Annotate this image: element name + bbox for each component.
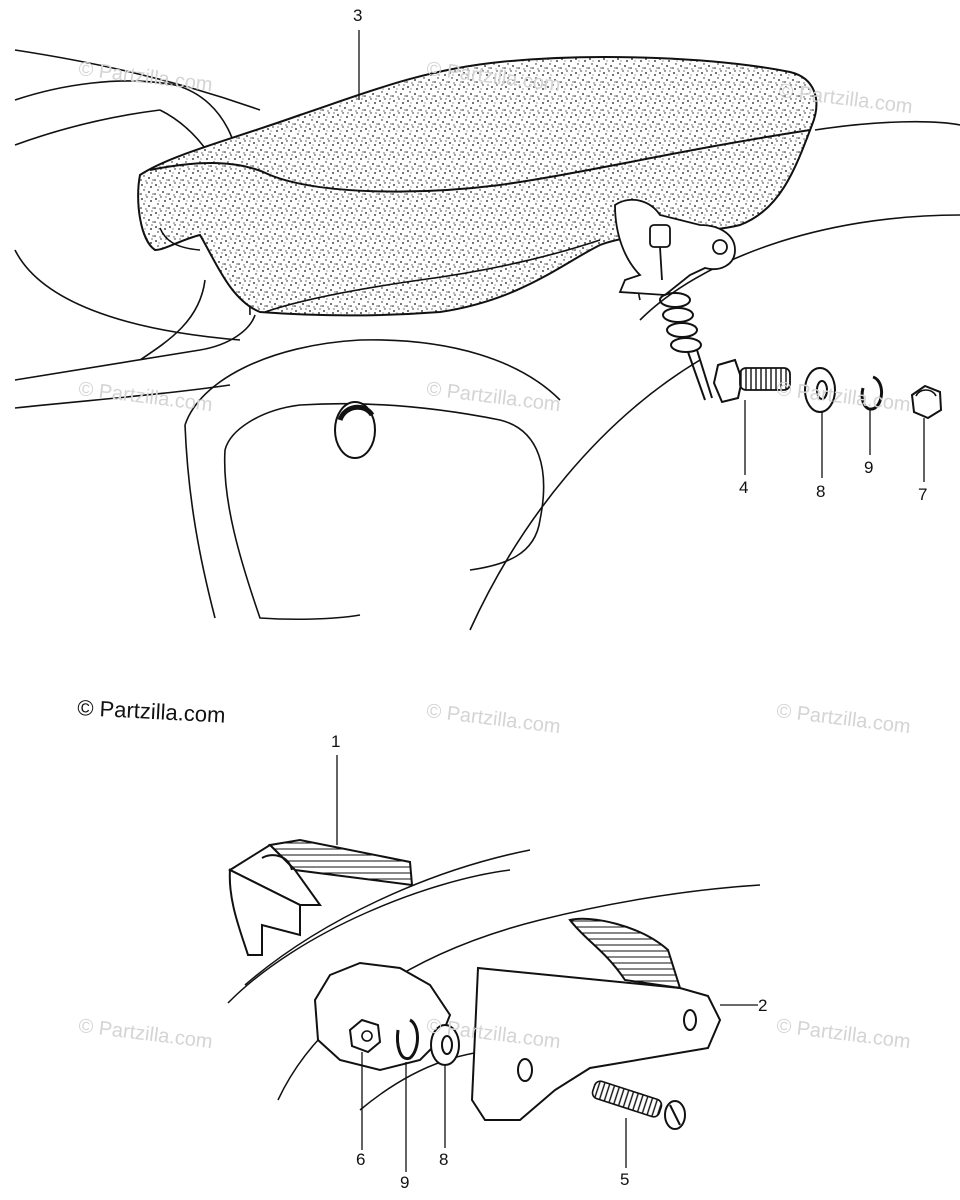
- bolt-part-4: [712, 358, 791, 404]
- lock-washer-part-9-top: [860, 375, 883, 411]
- hex-nut-part-6: [348, 1018, 382, 1054]
- callout-9-top: 9: [864, 458, 874, 477]
- leader-lines-bottom: [336, 755, 627, 1172]
- hinge-plate-part-2: [313, 917, 758, 1121]
- seat-part-3: [137, 56, 818, 317]
- seat-spring: [659, 292, 713, 401]
- callout-4: 4: [739, 478, 749, 497]
- callout-1: 1: [331, 732, 341, 751]
- flat-washer-part-8-top: [804, 367, 836, 413]
- seat-stop-rubber-part-1: [227, 838, 414, 956]
- callout-8-bottom: 8: [439, 1150, 449, 1169]
- callout-9-bottom: 9: [400, 1173, 410, 1192]
- callout-5: 5: [620, 1170, 630, 1189]
- screw-part-5: [591, 1080, 686, 1130]
- callout-7: 7: [918, 485, 928, 504]
- lock-washer-part-9-bottom: [396, 1018, 419, 1061]
- callout-3: 3: [353, 6, 363, 25]
- cap-nut-part-7: [910, 384, 943, 420]
- side-cover-knob: [334, 401, 376, 459]
- callout-8-top: 8: [816, 482, 826, 501]
- flat-washer-part-8-bottom: [430, 1024, 460, 1066]
- callout-2: 2: [758, 996, 768, 1015]
- callout-6: 6: [356, 1150, 366, 1169]
- seat-hinge-bracket: [614, 198, 736, 296]
- leader-lines-top: [358, 30, 925, 482]
